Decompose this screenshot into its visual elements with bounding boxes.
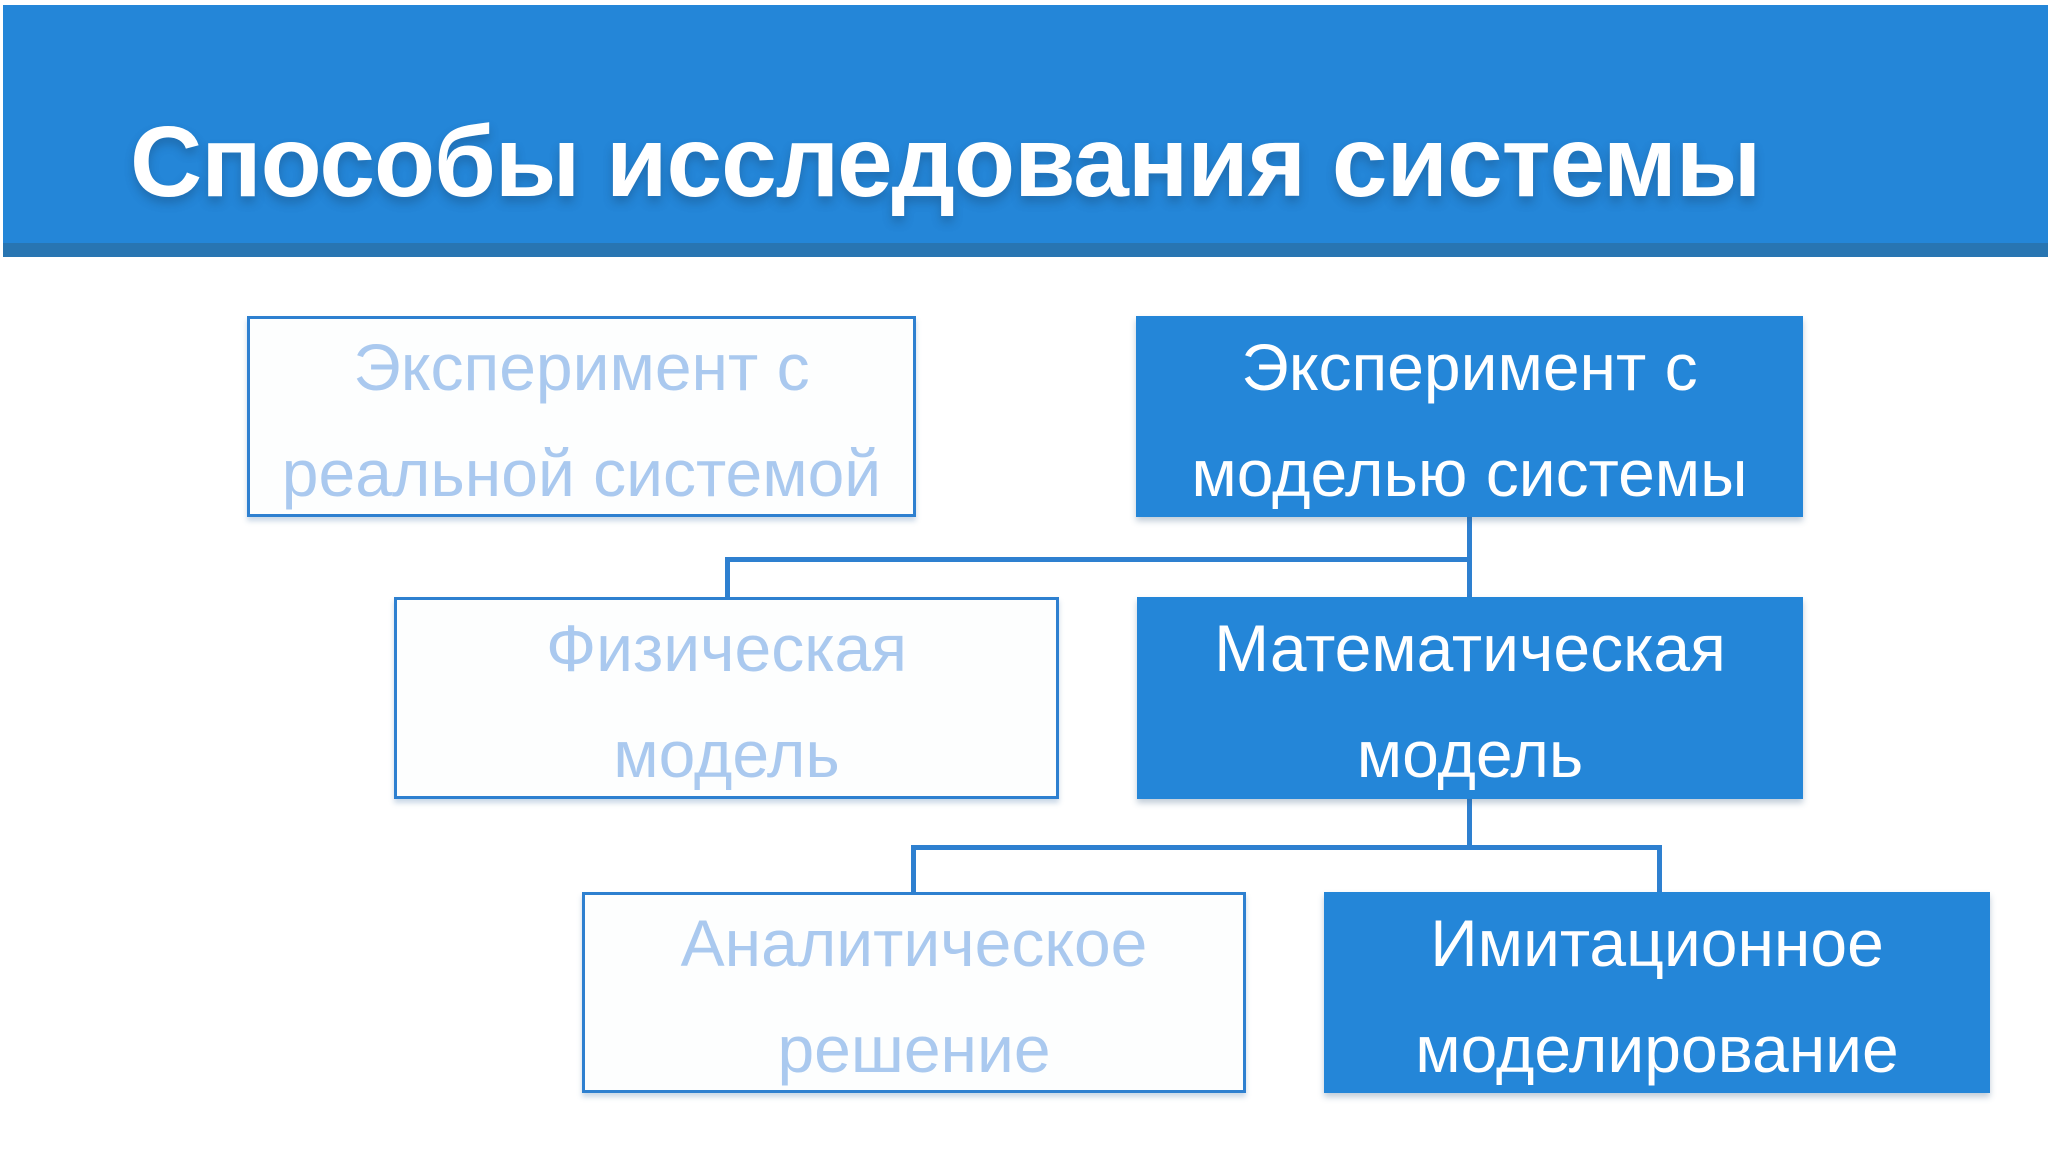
connector-to-analytical-solution [911,845,916,897]
node-physical-model: Физическая модель [394,597,1059,799]
slide-title: Способы исследования системы [130,106,1761,218]
connector-row2-horizontal [725,557,1472,562]
node-model-system-experiment: Эксперимент с моделью системы [1136,316,1803,517]
connector-to-physical-model [725,557,730,602]
header-accent-stripe [3,243,2048,257]
connector-math-to-row3 [1467,799,1472,850]
connector-row3-horizontal [911,845,1662,850]
node-real-system-experiment: Эксперимент с реальной системой [247,316,916,517]
node-analytical-solution: Аналитическое решение [582,892,1246,1093]
node-mathematical-model: Математическая модель [1137,597,1803,799]
node-simulation-modeling: Имитационное моделирование [1324,892,1990,1093]
slide-header [3,5,2048,243]
connector-to-simulation-modeling [1657,845,1662,897]
